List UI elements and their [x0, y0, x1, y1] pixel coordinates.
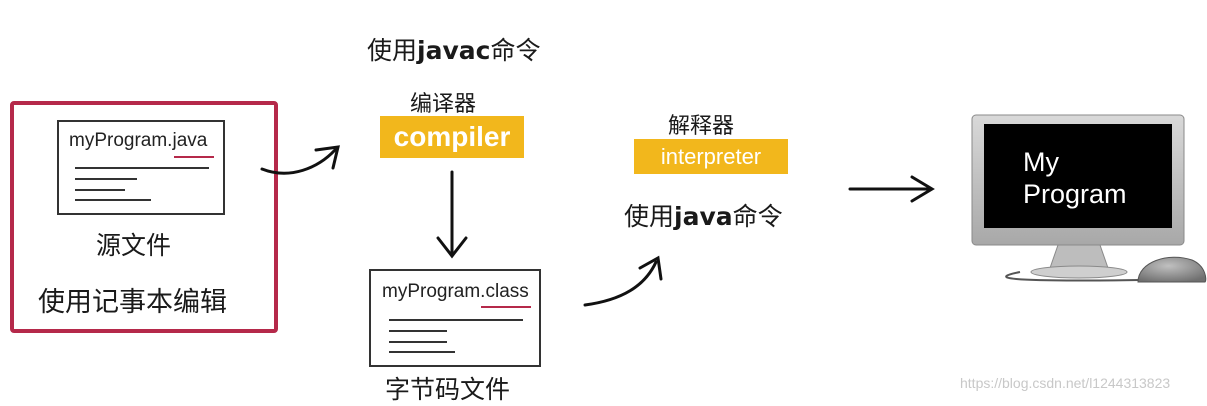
compiler-command-name: javac: [417, 36, 491, 65]
text-line: [75, 167, 209, 169]
computer-monitor-icon: [971, 114, 1185, 282]
edit-note: 使用记事本编辑: [38, 287, 227, 318]
compiler-command-suffix: 命令: [490, 36, 541, 65]
bytecode-file-document-icon: myProgram.class: [369, 269, 541, 367]
compiler-tag: compiler: [380, 116, 524, 158]
interpreter-command-prefix: 使用: [624, 202, 675, 231]
watermark: https://blog.csdn.net/l1244313823: [960, 375, 1171, 391]
compiler-command-prefix: 使用: [367, 36, 418, 65]
bytecode-filename: myProgram.class: [382, 281, 529, 303]
text-line: [389, 319, 523, 321]
source-filename-underline: [174, 156, 214, 158]
mouse-icon: [1137, 256, 1207, 283]
arrow-bytecode-to-interpreter: [583, 255, 663, 307]
arrow-compiler-to-bytecode: [436, 170, 468, 259]
bytecode-file-caption: 字节码文件: [385, 375, 511, 404]
interpreter-command-name: java: [674, 202, 733, 231]
source-file-caption: 源文件: [96, 231, 172, 260]
interpreter-title: 解释器: [668, 114, 735, 139]
source-filename-ext: java: [172, 130, 208, 151]
interpreter-command-label: 使用java命令: [624, 197, 783, 233]
monitor-line1: My: [1023, 147, 1059, 177]
text-line: [75, 199, 151, 201]
monitor-screen-text: My Program: [1023, 146, 1127, 210]
source-file-document-icon: myProgram.java: [57, 120, 225, 215]
text-line: [75, 178, 137, 180]
source-filename: myProgram.java: [69, 130, 207, 152]
arrow-interpreter-to-computer: [848, 175, 935, 203]
bytecode-filename-prefix: myProgram.: [382, 281, 486, 302]
interpreter-tag: interpreter: [634, 139, 788, 174]
source-file-highlight-frame: [10, 101, 278, 333]
monitor-line2: Program: [1023, 179, 1127, 209]
text-line: [389, 330, 447, 332]
compiler-command-label: 使用javac命令: [367, 31, 540, 67]
interpreter-command-suffix: 命令: [732, 202, 783, 231]
text-line: [389, 351, 455, 353]
bytecode-filename-ext: class: [485, 281, 529, 302]
source-filename-prefix: myProgram.: [69, 130, 173, 151]
text-line: [389, 341, 447, 343]
text-line: [75, 189, 125, 191]
compiler-title: 编译器: [410, 92, 477, 117]
bytecode-filename-underline: [481, 306, 531, 308]
arrow-source-to-compiler: [260, 145, 340, 175]
